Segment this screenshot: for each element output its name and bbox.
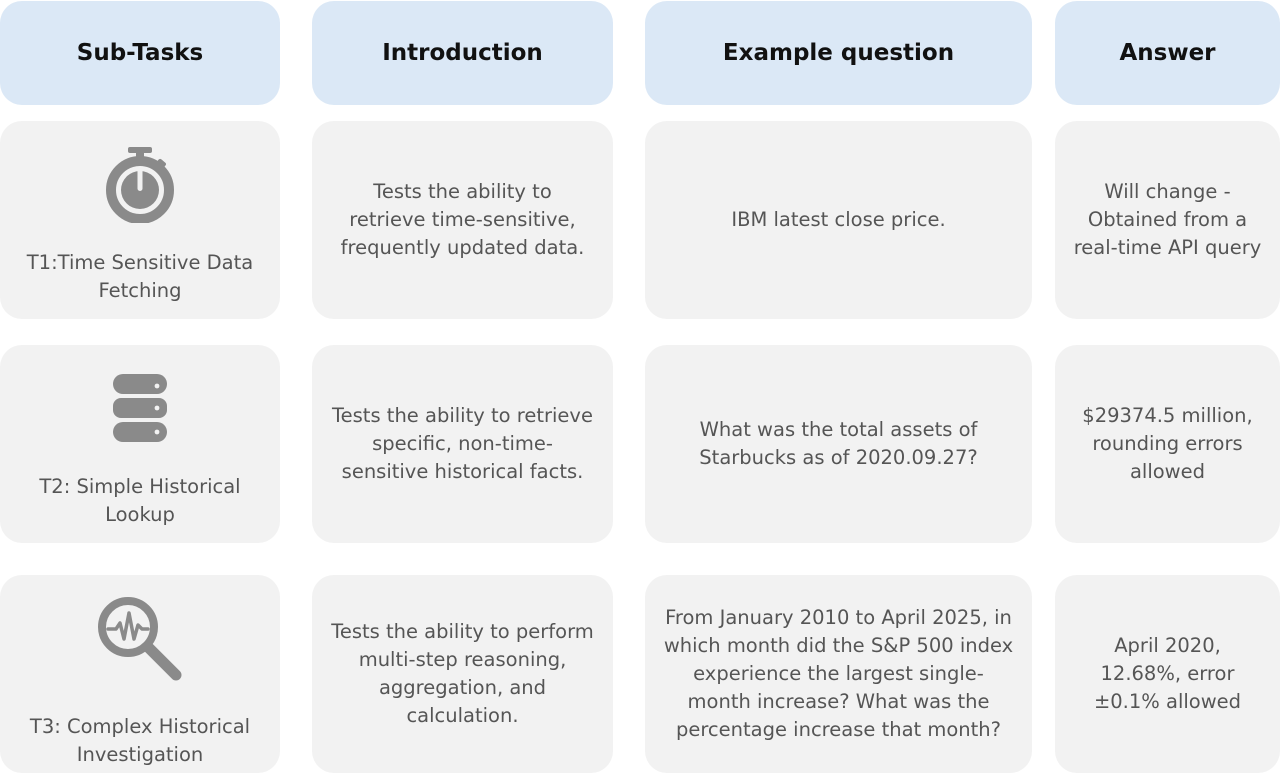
task-cell-t3: T3: Complex Historical Investigation xyxy=(0,575,280,773)
example-cell-t2: What was the total assets of Starbucks a… xyxy=(645,345,1032,543)
task-label-t1: T1:Time Sensitive Data Fetching xyxy=(26,251,254,302)
answer-text-t2: $29374.5 million, rounding errors allowe… xyxy=(1082,404,1253,483)
intro-cell-t2: Tests the ability to retrieve specific, … xyxy=(312,345,613,543)
header-introduction: Introduction xyxy=(312,1,613,105)
magnifier-waveform-icon xyxy=(96,595,184,683)
intro-text-t1: Tests the ability to retrieve time-sensi… xyxy=(340,180,585,259)
database-icon xyxy=(112,369,168,449)
task-cell-t2: T2: Simple Historical Lookup xyxy=(0,345,280,543)
example-cell-t1: IBM latest close price. xyxy=(645,121,1032,319)
answer-text-t3: April 2020, 12.68%, error ±0.1% allowed xyxy=(1093,634,1242,713)
task-label-t2: T2: Simple Historical Lookup xyxy=(39,475,241,526)
header-introduction-label: Introduction xyxy=(382,40,543,66)
header-example-question: Example question xyxy=(645,1,1032,105)
intro-cell-t3: Tests the ability to perform multi-step … xyxy=(312,575,613,773)
header-subtasks: Sub-Tasks xyxy=(0,1,280,105)
intro-text-t2: Tests the ability to retrieve specific, … xyxy=(332,404,593,483)
intro-cell-t1: Tests the ability to retrieve time-sensi… xyxy=(312,121,613,319)
header-example-label: Example question xyxy=(722,40,955,66)
header-subtasks-label: Sub-Tasks xyxy=(76,40,204,66)
stopwatch-icon xyxy=(105,145,175,225)
answer-text-t1: Will change - Obtained from a real-time … xyxy=(1073,180,1262,259)
header-answer-label: Answer xyxy=(1119,40,1216,66)
example-text-t3: From January 2010 to April 2025, in whic… xyxy=(663,606,1014,741)
task-cell-t1: T1:Time Sensitive Data Fetching xyxy=(0,121,280,319)
example-text-t1: IBM latest close price. xyxy=(731,208,946,231)
answer-cell-t2: $29374.5 million, rounding errors allowe… xyxy=(1055,345,1280,543)
task-label-t3: T3: Complex Historical Investigation xyxy=(29,715,251,766)
example-cell-t3: From January 2010 to April 2025, in whic… xyxy=(645,575,1032,773)
answer-cell-t1: Will change - Obtained from a real-time … xyxy=(1055,121,1280,319)
intro-text-t3: Tests the ability to perform multi-step … xyxy=(331,620,594,727)
answer-cell-t3: April 2020, 12.68%, error ±0.1% allowed xyxy=(1055,575,1280,773)
example-text-t2: What was the total assets of Starbucks a… xyxy=(699,418,978,469)
header-answer: Answer xyxy=(1055,1,1280,105)
